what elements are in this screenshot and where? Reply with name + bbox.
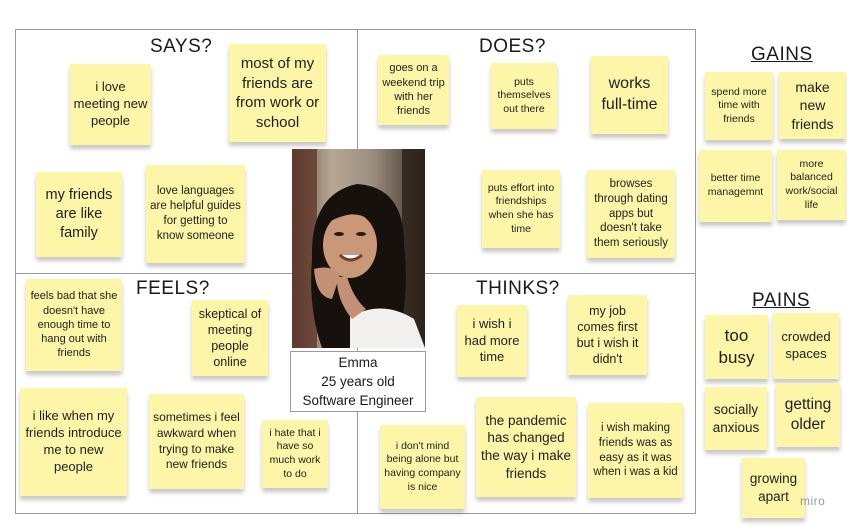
pains-title: PAINS [752,290,811,311]
says-title: SAYS? [150,36,213,57]
sticky-note[interactable]: getting older [776,383,840,447]
sticky-note[interactable]: too busy [705,315,768,379]
sticky-note[interactable]: i love meeting new people [70,64,151,145]
sticky-note[interactable]: skeptical of meeting people online [192,300,268,376]
sticky-note[interactable]: works full-time [591,56,668,134]
sticky-note[interactable]: spend more time with friends [705,72,773,140]
gains-title: GAINS [751,44,813,65]
sticky-note[interactable]: feels bad that she doesn't have enough t… [26,279,122,371]
persona-age: 25 years old [321,373,395,389]
sticky-note[interactable]: growing apart [742,458,805,518]
miro-logo: miro [800,494,826,508]
sticky-note[interactable]: sometimes i feel awkward when trying to … [149,394,244,489]
feels-title: FEELS? [136,278,210,299]
sticky-note[interactable]: browses through dating apps but doesn't … [587,170,675,258]
persona-photo [292,149,425,348]
sticky-note[interactable]: i wish making friends was as easy as it … [588,403,683,498]
sticky-note[interactable]: i like when my friends introduce me to n… [20,388,127,496]
sticky-note[interactable]: better time managemnt [699,150,772,222]
sticky-note[interactable]: puts themselves out there [491,63,557,129]
sticky-note[interactable]: make new friends [779,72,846,139]
persona-role: Software Engineer [302,392,414,408]
sticky-note[interactable]: most of my friends are from work or scho… [229,44,326,142]
sticky-note[interactable]: i wish i had more time [457,305,527,377]
sticky-note[interactable]: my friends are like family [36,172,122,257]
sticky-note[interactable]: more balanced work/social life [777,150,846,220]
sticky-note[interactable]: i don't mind being alone but having comp… [380,425,465,509]
sticky-note[interactable]: crowded spaces [773,313,839,379]
sticky-note[interactable]: i hate that i have so much work to do [262,420,328,488]
sticky-note[interactable]: socially anxious [705,387,767,450]
sticky-note[interactable]: puts effort into friendships when she ha… [482,170,560,248]
does-title: DOES? [479,36,546,57]
persona-caption: Emma 25 years old Software Engineer [290,351,426,412]
persona-name: Emma [338,355,378,370]
sticky-note[interactable]: my job comes first but i wish it didn't [568,295,647,375]
sticky-note[interactable]: love languages are helpful guides for ge… [146,165,245,263]
sticky-note[interactable]: the pandemic has changed the way i make … [476,397,576,497]
sticky-note[interactable]: goes on a weekend trip with her friends [378,55,449,125]
thinks-title: THINKS? [476,278,560,299]
